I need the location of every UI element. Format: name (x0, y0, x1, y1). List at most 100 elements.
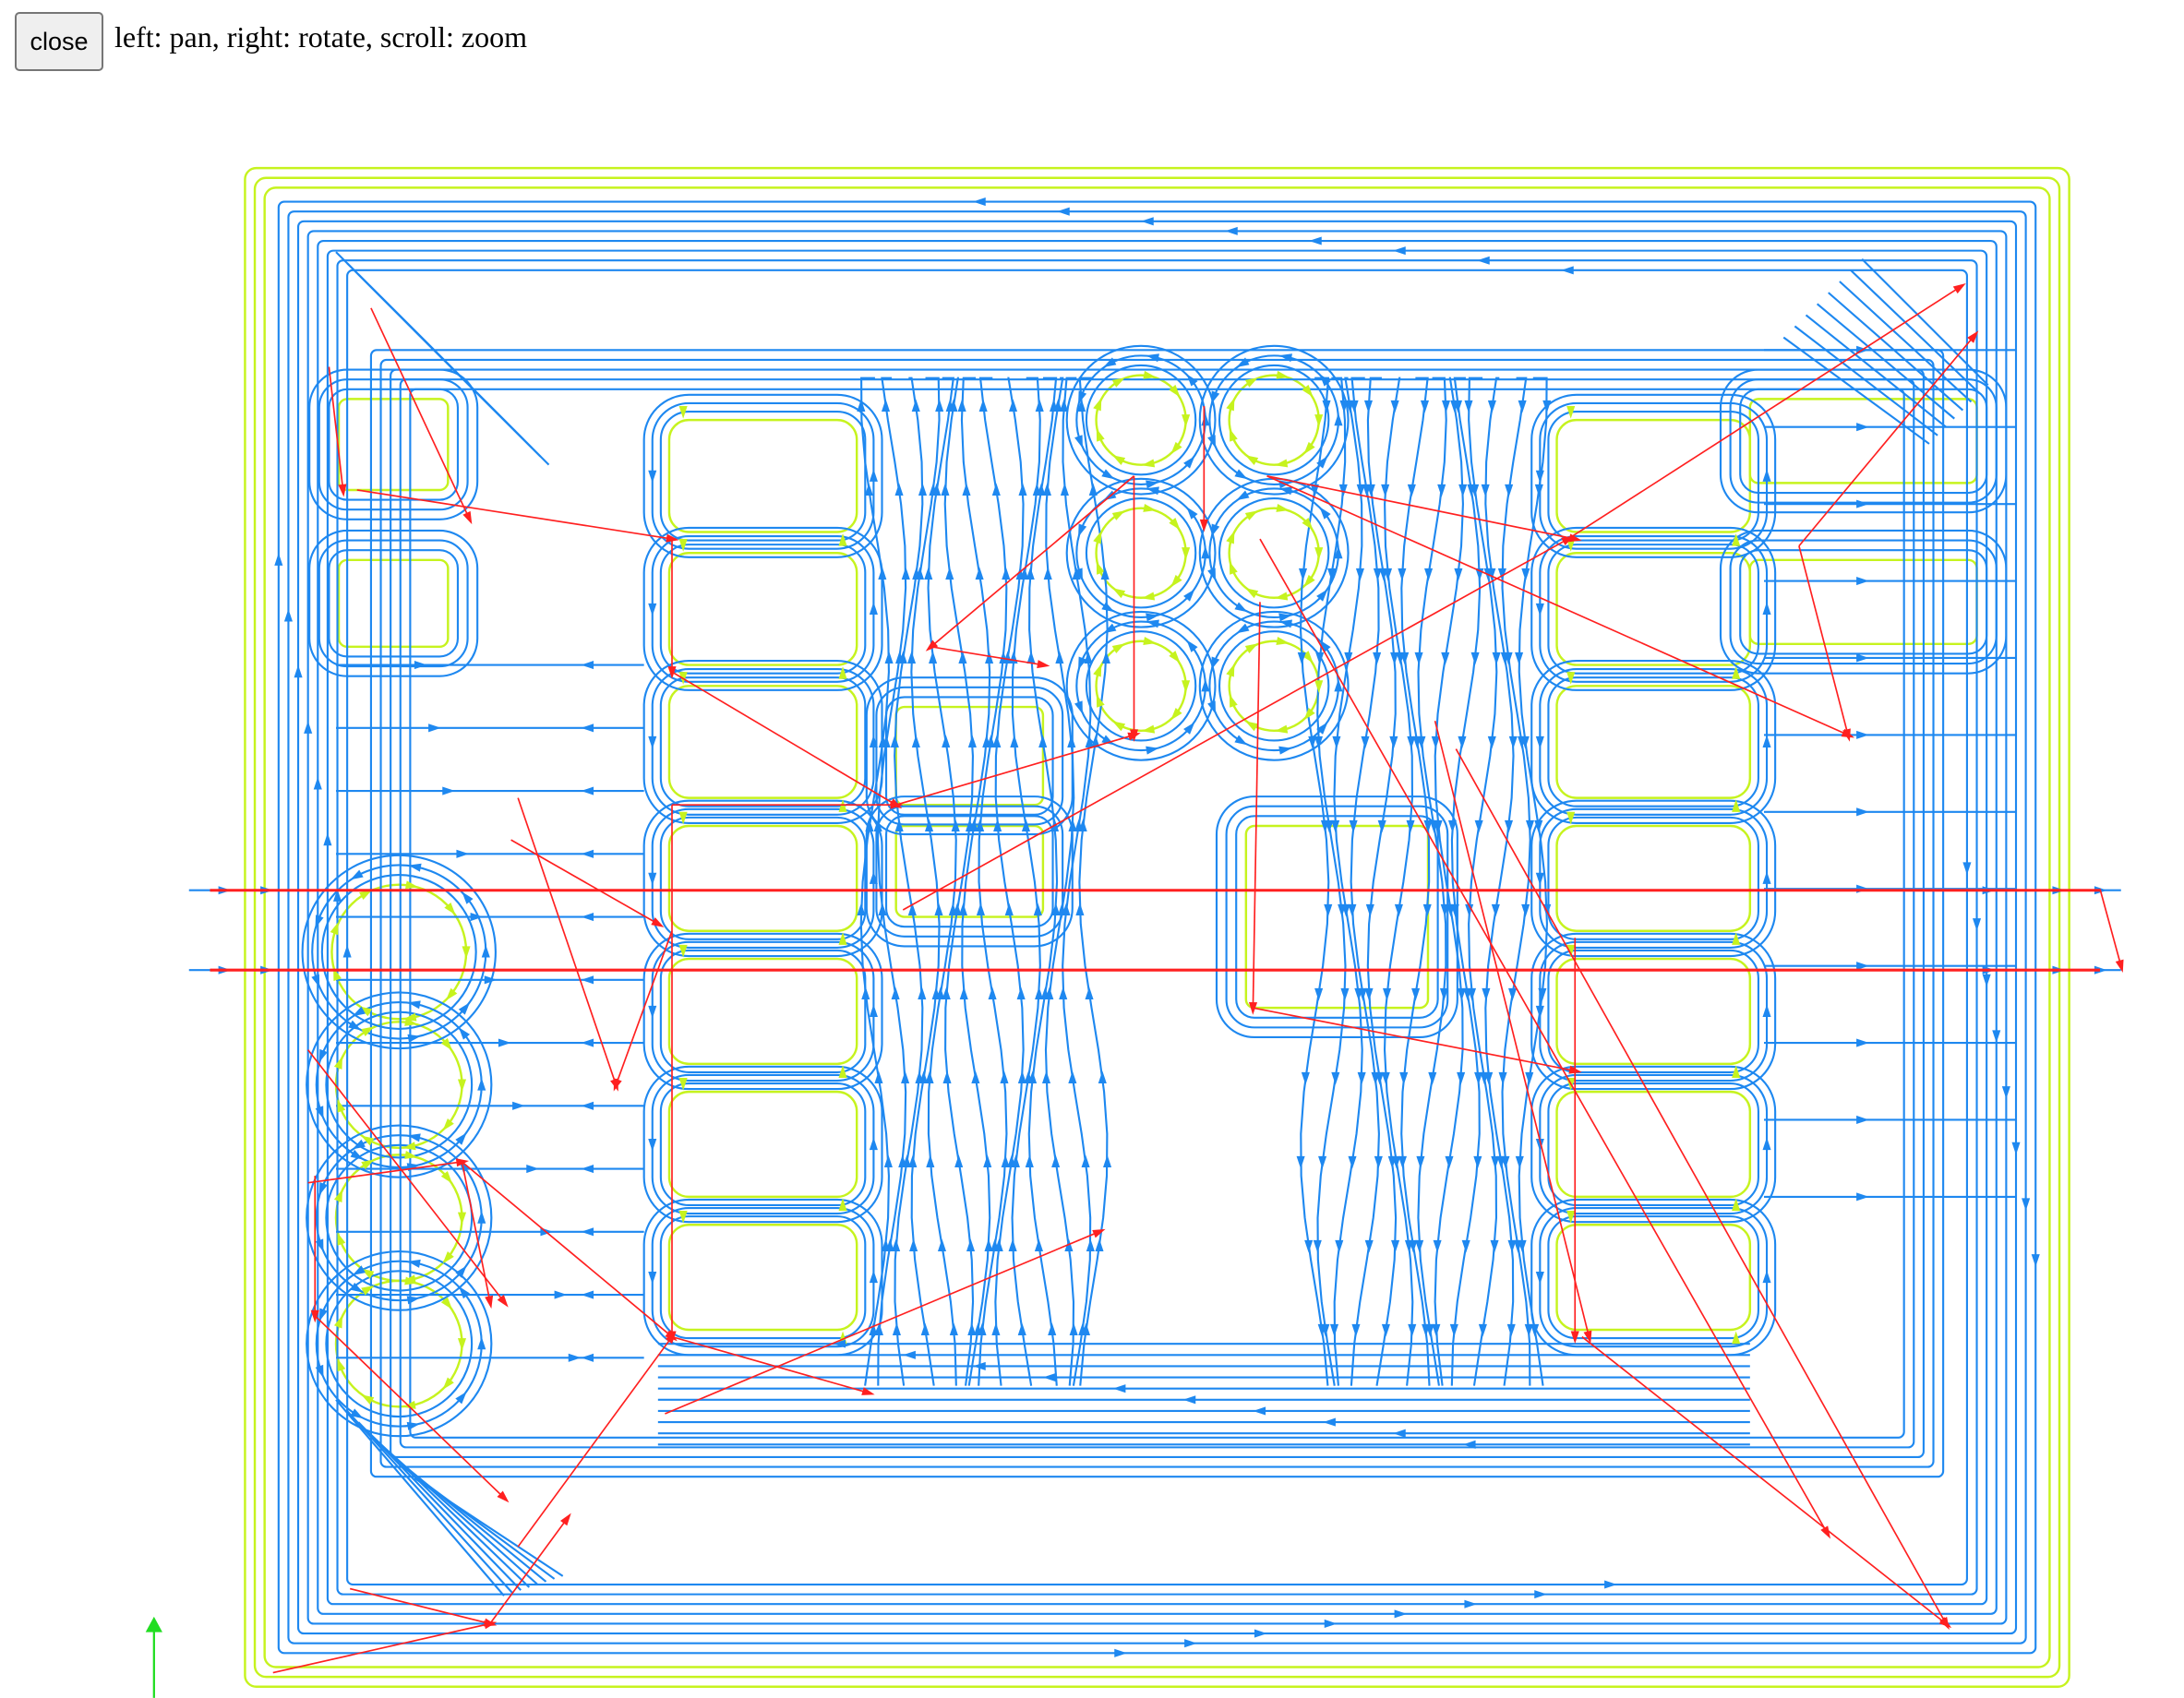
direction-arrow-icon (462, 510, 473, 525)
direction-arrow-icon (361, 1285, 375, 1296)
direction-arrow-icon (512, 1101, 525, 1110)
direction-arrow-icon (1762, 1270, 1771, 1284)
pad-offset-path (1530, 799, 1777, 958)
direction-arrow-icon (1407, 735, 1416, 749)
direction-arrow-icon (1518, 400, 1527, 413)
fill-path (859, 377, 891, 1386)
fill-path (414, 1477, 564, 1577)
direction-arrow-icon (1474, 819, 1483, 833)
contour-path (346, 269, 1968, 1586)
hole-offset-path (1065, 344, 1217, 496)
direction-arrow-icon (1391, 1239, 1400, 1253)
direction-arrow-icon (869, 1004, 878, 1018)
pad-outline (667, 418, 858, 533)
travel-move (665, 1231, 1099, 1415)
direction-arrow-icon (1314, 547, 1324, 560)
close-button[interactable]: close (15, 12, 103, 71)
direction-arrow-icon (1074, 435, 1083, 448)
direction-arrow-icon (1521, 568, 1530, 581)
fill-path (943, 377, 975, 1386)
direction-arrow-icon (1303, 708, 1315, 721)
direction-arrow-icon (942, 987, 951, 1000)
direction-arrow-icon (1297, 652, 1306, 665)
direction-arrow-icon (581, 1353, 594, 1362)
direction-arrow-icon (1244, 643, 1258, 653)
travel-move (307, 1049, 505, 1303)
direction-arrow-icon (1320, 819, 1330, 833)
direction-arrow-icon (865, 819, 874, 832)
direction-arrow-icon (1566, 811, 1576, 825)
direction-arrow-icon (924, 819, 934, 832)
direction-arrow-icon (949, 1322, 958, 1336)
travel-move (1259, 538, 1828, 1534)
pad-offset-path (659, 676, 867, 807)
direction-arrow-icon (1042, 483, 1051, 496)
contour-path (287, 210, 2027, 1644)
direction-arrow-icon (1103, 1154, 1112, 1168)
direction-arrow-icon (861, 987, 870, 1000)
direction-arrow-icon (1302, 518, 1314, 531)
direction-arrow-icon (1339, 400, 1349, 413)
direction-arrow-icon (1525, 1071, 1534, 1085)
pad-offset-path (1719, 529, 2008, 675)
direction-arrow-icon (1465, 903, 1474, 917)
pad-outline (667, 957, 858, 1066)
direction-arrow-icon (1234, 735, 1248, 746)
direction-arrow-icon (1093, 664, 1102, 677)
direction-arrow-icon (352, 1139, 366, 1150)
direction-arrow-icon (894, 483, 904, 496)
direction-arrow-icon (477, 1336, 486, 1350)
direction-arrow-icon (581, 1038, 594, 1047)
direction-arrow-icon (892, 1322, 901, 1336)
pad-offset-path (1547, 676, 1759, 807)
direction-arrow-icon (976, 819, 985, 832)
direction-arrow-icon (1762, 1137, 1771, 1151)
direction-arrow-icon (581, 786, 594, 795)
direction-arrow-icon (457, 1338, 467, 1351)
direction-arrow-icon (1570, 1331, 1579, 1345)
direction-arrow-icon (648, 603, 657, 616)
direction-arrow-icon (581, 1101, 594, 1110)
direction-arrow-icon (330, 921, 339, 936)
direction-arrow-icon (926, 1154, 935, 1168)
direction-arrow-icon (864, 483, 873, 496)
hole-offset-path (325, 1143, 474, 1292)
direction-arrow-icon (1856, 962, 1869, 971)
fill-path (910, 377, 941, 1386)
fill-path (402, 1465, 556, 1580)
direction-arrow-icon (1389, 735, 1398, 749)
direction-arrow-icon (2115, 959, 2124, 973)
direction-arrow-icon (1000, 1070, 1009, 1084)
direction-arrow-icon (1276, 637, 1290, 645)
direction-arrow-icon (1349, 819, 1358, 833)
direction-arrow-icon (1096, 694, 1105, 708)
direction-arrow-icon (311, 974, 320, 988)
fill-path (1062, 377, 1092, 1386)
direction-arrow-icon (1538, 987, 1547, 1001)
pad-offset-path (1719, 368, 2008, 514)
direction-arrow-icon (348, 1020, 362, 1031)
direction-arrow-icon (581, 1165, 594, 1174)
direction-arrow-icon (903, 1350, 916, 1359)
direction-arrow-icon (1112, 721, 1126, 732)
hole-offset-path (301, 854, 497, 1050)
direction-arrow-icon (1051, 903, 1061, 916)
direction-arrow-icon (1457, 1071, 1466, 1085)
direction-arrow-icon (1298, 568, 1308, 581)
direction-arrow-icon (1068, 819, 1077, 832)
direction-arrow-icon (1732, 1331, 1741, 1345)
direction-arrow-icon (1143, 637, 1157, 645)
direction-arrow-icon (945, 567, 954, 580)
direction-arrow-icon (2022, 1198, 2031, 1212)
fill-path (1011, 377, 1041, 1386)
hole-offset-path (1065, 477, 1217, 628)
direction-arrow-icon (898, 651, 907, 664)
direction-arrow-icon (678, 811, 688, 825)
pad-offset-path (1530, 526, 1777, 691)
direction-arrow-icon (304, 721, 313, 734)
direction-arrow-icon (1141, 724, 1156, 734)
hole-offset-path (1218, 630, 1330, 742)
direction-arrow-icon (1314, 680, 1324, 693)
direction-arrow-icon (1441, 400, 1451, 413)
